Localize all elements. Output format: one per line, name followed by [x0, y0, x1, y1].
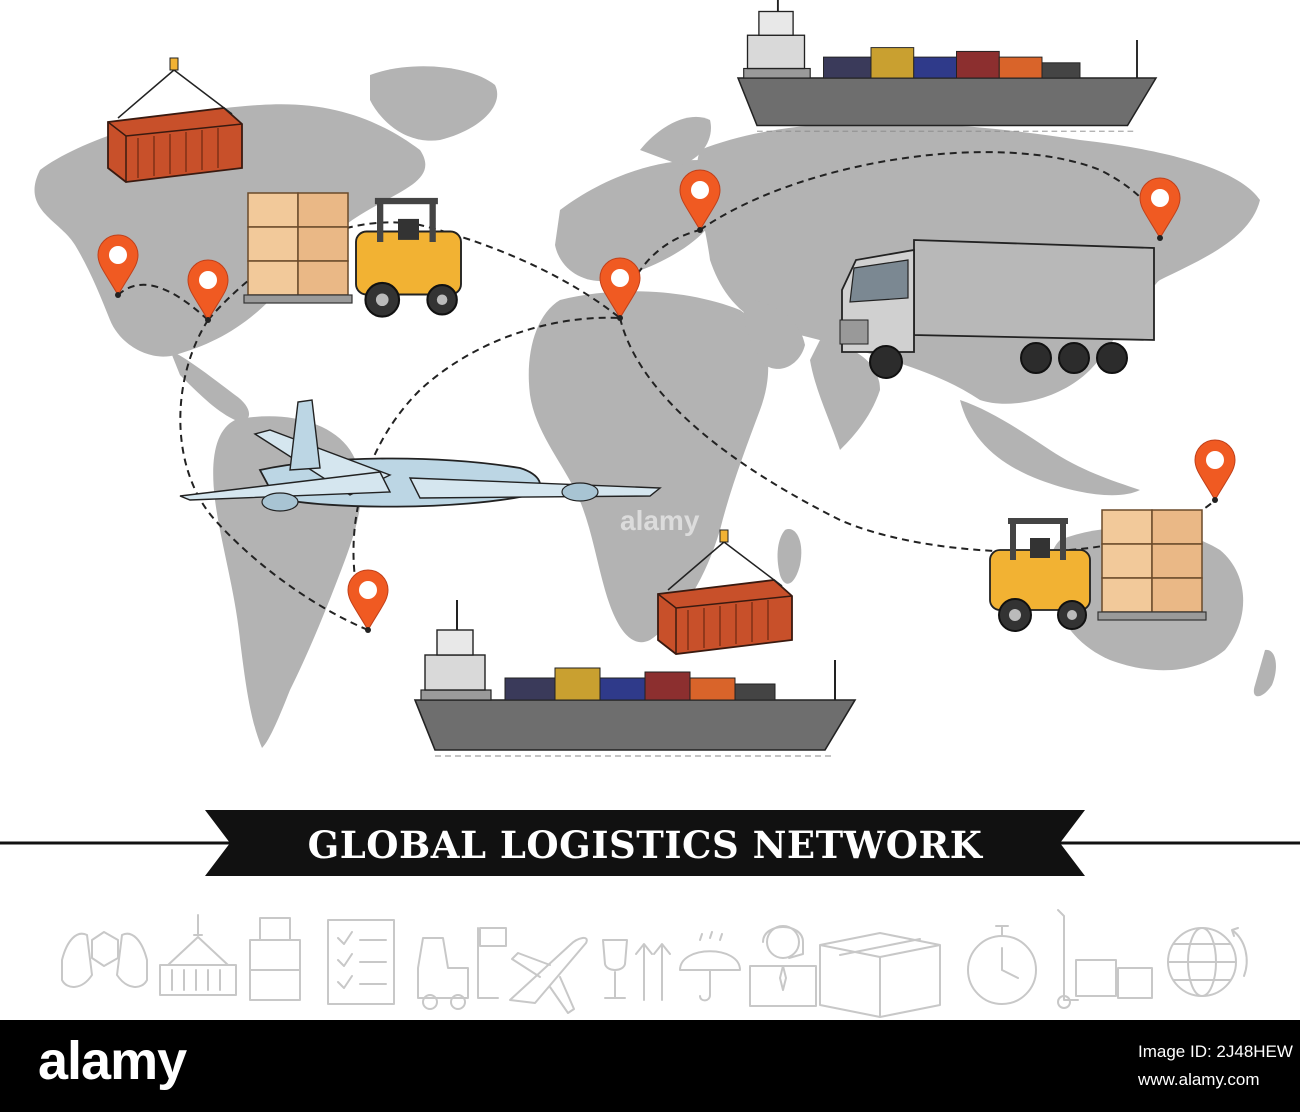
india [810, 340, 880, 450]
scandinavia [640, 116, 711, 165]
operator-icon [749, 925, 817, 1007]
crane-container-icon [159, 914, 237, 996]
world-map [34, 66, 1276, 748]
footer-image-id: Image ID: 2J48HEW [1138, 1042, 1293, 1061]
hands-box-icon [61, 931, 148, 988]
title-banner: GLOBAL LOGISTICS NETWORK [0, 810, 1300, 876]
route-americas [179, 319, 369, 631]
route-usa [117, 283, 209, 321]
route-asia-pacific [619, 317, 1216, 553]
forklift-icon [417, 927, 507, 1010]
southeast-asia [960, 400, 1140, 496]
route-atlantic [352, 316, 621, 631]
airplane-icon [509, 937, 588, 1014]
central-america [170, 350, 250, 422]
illustration: alamy GLOBAL LOGISTICS NETWORK [0, 0, 1300, 1018]
globe-icon [1167, 927, 1248, 997]
checklist-icon [327, 919, 395, 1005]
packages-icon [819, 932, 941, 1018]
cargo-ship-top [737, 0, 1157, 133]
this-way-up-icon [635, 943, 671, 1001]
umbrella-icon [679, 931, 741, 1002]
container-top-left [107, 57, 243, 183]
footer-logo: alamy [38, 1031, 187, 1091]
madagascar [777, 529, 802, 584]
icon-row [61, 909, 1248, 1018]
arabia [743, 300, 805, 369]
footer-bar [0, 1020, 1300, 1112]
truck [839, 239, 1155, 379]
watermark: alamy [620, 505, 700, 536]
cargo-boxes-icon [249, 917, 301, 1001]
pin-new-guinea [1194, 439, 1236, 504]
hand-truck-icon [1057, 909, 1153, 1009]
greenland [370, 66, 498, 141]
stopwatch-icon [967, 925, 1037, 1005]
banner-title: GLOBAL LOGISTICS NETWORK [308, 823, 984, 867]
fragile-glass-icon [602, 939, 628, 999]
footer-url: www.alamy.com [1138, 1070, 1260, 1089]
airplane [179, 399, 662, 512]
new-zealand [1253, 649, 1276, 697]
